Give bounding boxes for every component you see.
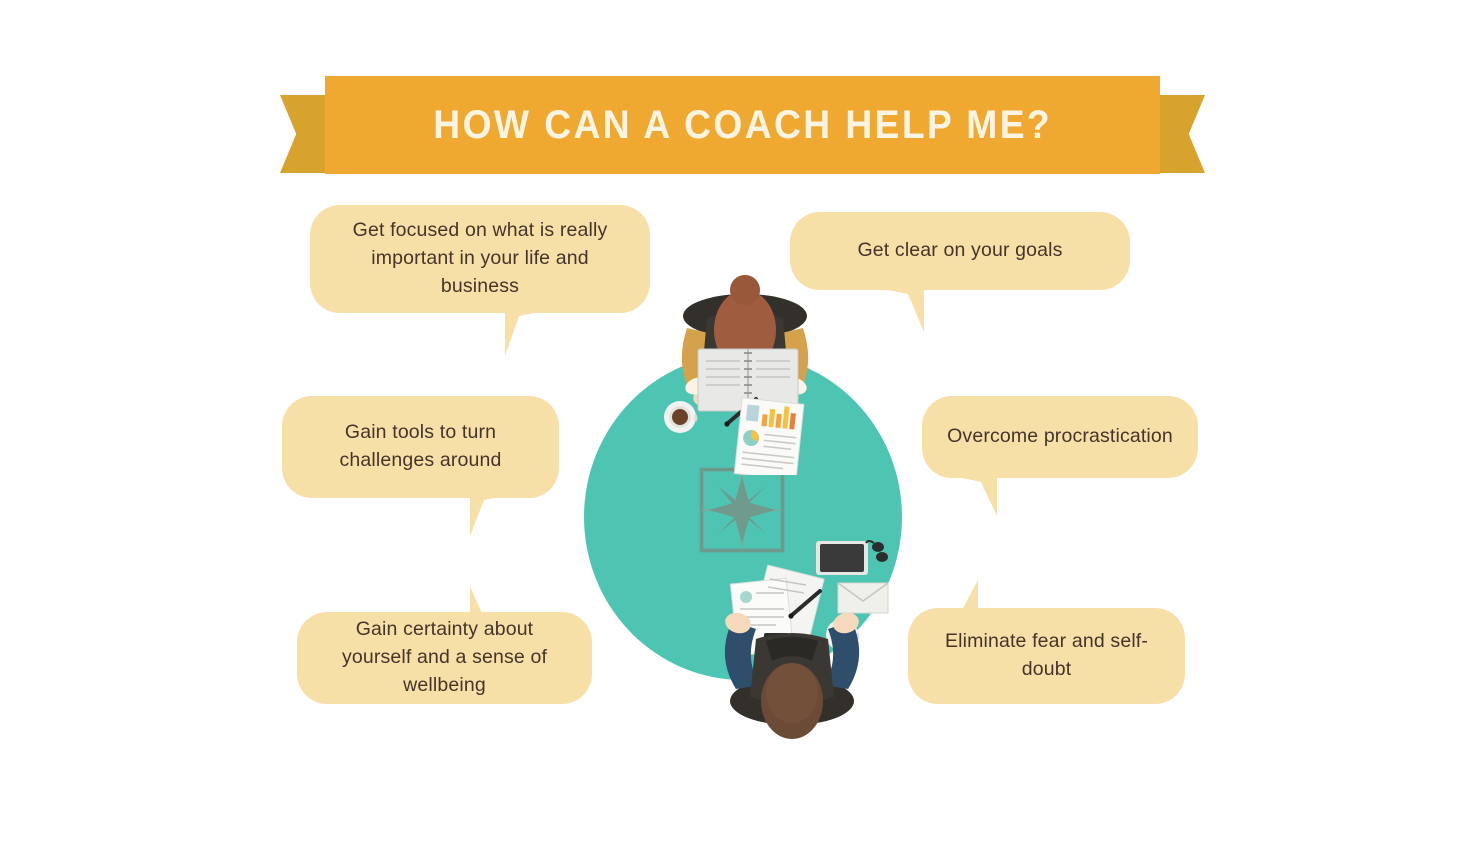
bubble-tail-focus [505, 310, 549, 356]
right-sleeve-bottom [824, 621, 860, 689]
pen-icon-bottom [788, 589, 822, 619]
hair-bun [730, 275, 760, 305]
sunglasses-icon [865, 540, 888, 562]
compass-rose-icon [697, 465, 787, 555]
bubble-gain-certainty[interactable]: Gain certainty about yourself and a sens… [297, 612, 592, 704]
title-banner: HOW CAN A COACH HELP ME? [280, 76, 1205, 174]
top-person-illustration [681, 275, 809, 407]
bubble-get-clear-on-goals[interactable]: Get clear on your goals [790, 212, 1130, 290]
left-hand-bottom [725, 612, 751, 634]
bubble-gain-tools[interactable]: Gain tools to turn challenges around [282, 396, 559, 498]
bottom-person-illustration [724, 612, 860, 739]
tablet-icon [816, 541, 868, 575]
bubble-tail-procrastication [953, 476, 997, 516]
right-hand-bottom [833, 612, 859, 634]
bubble-tail-tools [470, 494, 516, 536]
bubble-text-gain-tools: Gain tools to turn challenges around [339, 421, 502, 471]
bubble-get-focused[interactable]: Get focused on what is really important … [310, 205, 650, 313]
top-person-desk-items [664, 348, 805, 475]
bubble-tail-goals [878, 288, 924, 332]
collar [766, 637, 818, 661]
left-sleeve-bottom [724, 621, 760, 689]
bubble-text-get-focused: Get focused on what is really important … [352, 219, 608, 297]
bubble-text-overcome-procrastication: Overcome procrastication [947, 425, 1173, 448]
envelope-icon [837, 582, 889, 614]
bubble-text-get-clear-on-goals: Get clear on your goals [857, 239, 1063, 262]
bubble-overcome-procrastication[interactable]: Overcome procrastication [922, 396, 1198, 478]
bubble-text-gain-certainty: Gain certainty about yourself and a sens… [341, 618, 548, 696]
bubble-text-eliminate-fear: Eliminate fear and self-doubt [944, 630, 1149, 680]
coffee-cup-top [664, 401, 698, 433]
banner-body: HOW CAN A COACH HELP ME? [325, 76, 1160, 174]
report-document [733, 397, 805, 475]
page-title: HOW CAN A COACH HELP ME? [433, 102, 1052, 147]
bubble-eliminate-fear[interactable]: Eliminate fear and self-doubt [908, 608, 1185, 704]
